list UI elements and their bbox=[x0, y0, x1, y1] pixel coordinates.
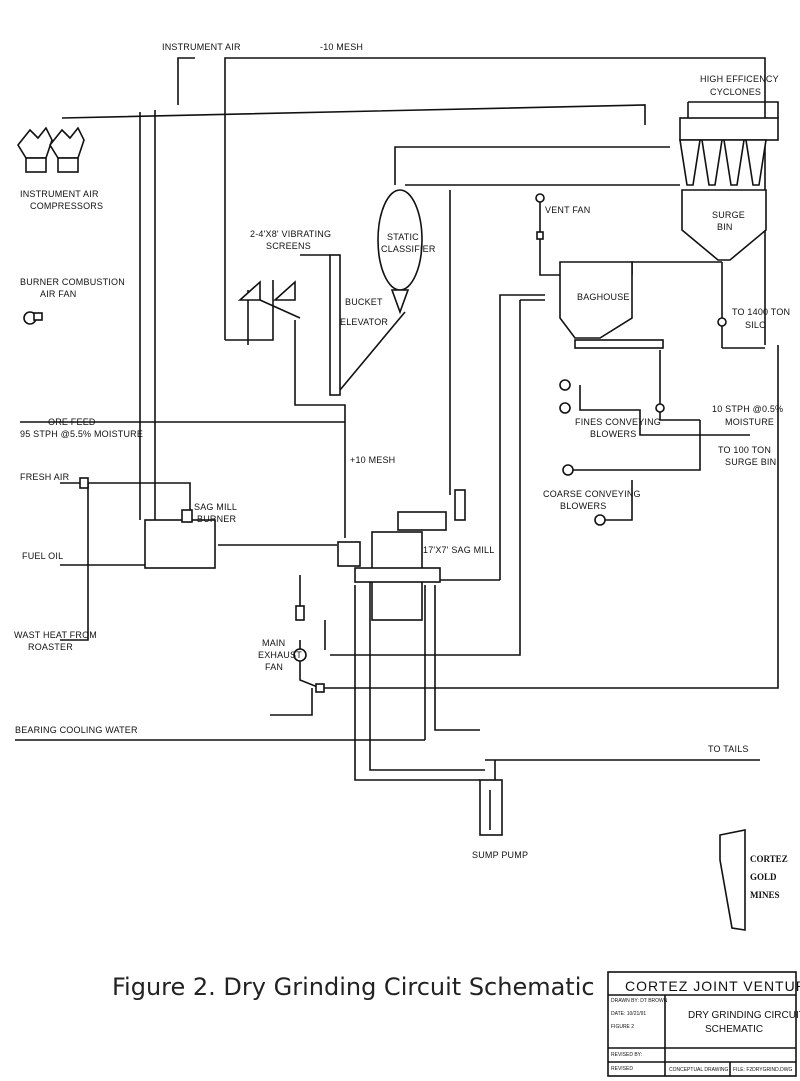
air-compressors-icon bbox=[17, 126, 85, 173]
logo-line-2: GOLD bbox=[750, 872, 777, 882]
coarse-blowers-icon bbox=[562, 464, 606, 526]
title-block-conceptual: CONCEPTUAL DRAWING bbox=[669, 1067, 728, 1073]
burner-fan-icon bbox=[23, 311, 43, 325]
title-block: CORTEZ JOINT VENTURE DRY GRINDING CIRCUI… bbox=[607, 971, 800, 1077]
label-burner-fan-1: BURNER COMBUSTION bbox=[20, 277, 125, 287]
label-sag-mill: 17'X7' SAG MILL bbox=[423, 545, 494, 555]
label-main-fan-3: FAN bbox=[265, 662, 283, 672]
cortez-logo: CORTEZ GOLD MINES bbox=[719, 829, 788, 931]
label-bearing-water: BEARING COOLING WATER bbox=[15, 725, 138, 735]
label-coarse-2: BLOWERS bbox=[560, 501, 606, 511]
sag-mill-burner-icon bbox=[144, 509, 216, 569]
label-to-surge-1: TO 100 TON bbox=[718, 445, 771, 455]
baghouse-icon bbox=[559, 261, 664, 349]
label-sump-pump: SUMP PUMP bbox=[472, 850, 528, 860]
sump-pump-icon bbox=[479, 779, 503, 836]
title-block-drawn-by: DRAWN BY: DT BROWN bbox=[611, 998, 668, 1004]
label-wast-heat-2: ROASTER bbox=[28, 642, 73, 652]
title-block-revised: REVISED bbox=[611, 1066, 633, 1072]
valves-icon bbox=[315, 317, 727, 693]
fines-blowers-icon bbox=[559, 379, 571, 414]
label-surge-bin-2: BIN bbox=[717, 222, 733, 232]
title-block-drawing-title-1: DRY GRINDING CIRCUIT bbox=[688, 1010, 800, 1021]
label-screens-1: 2-4'X8' VIBRATING bbox=[250, 229, 331, 239]
label-main-fan-2: EXHAUST bbox=[258, 650, 302, 660]
label-coarse-1: COARSE CONVEYING bbox=[543, 489, 641, 499]
label-bucket-1: BUCKET bbox=[345, 297, 383, 307]
title-block-drawing-title-2: SCHEMATIC bbox=[705, 1024, 763, 1035]
logo-line-3: MINES bbox=[750, 890, 780, 900]
label-fines-2: BLOWERS bbox=[590, 429, 636, 439]
title-block-company: CORTEZ JOINT VENTURE bbox=[625, 978, 800, 994]
process-lines bbox=[15, 57, 779, 800]
label-to-silo-2: SILO bbox=[745, 320, 766, 330]
label-compressors-2: COMPRESSORS bbox=[30, 201, 103, 211]
static-classifier-icon bbox=[377, 189, 423, 315]
label-fresh-air: FRESH AIR bbox=[20, 472, 70, 482]
sag-mill-icon bbox=[337, 489, 466, 621]
label-baghouse: BAGHOUSE bbox=[577, 292, 630, 302]
labels: INSTRUMENT AIR -10 MESH HIGH EFFICENCY C… bbox=[14, 42, 790, 860]
label-bucket-2: ELEVATOR bbox=[340, 317, 388, 327]
figure-title: Figure 2. Dry Grinding Circuit Schematic bbox=[112, 973, 595, 1001]
label-cyclones: CYCLONES bbox=[710, 87, 761, 97]
label-screens-2: SCREENS bbox=[266, 241, 311, 251]
vent-fan-icon bbox=[535, 193, 545, 240]
title-block-date: DATE: 10/21/91 bbox=[611, 1011, 646, 1017]
label-fuel-oil: FUEL OIL bbox=[22, 551, 63, 561]
label-to-silo-1: TO 1400 TON bbox=[732, 307, 790, 317]
surge-bin-icon bbox=[681, 189, 767, 261]
logo-line-1: CORTEZ bbox=[750, 854, 788, 864]
label-ore-feed-2: 95 STPH @5.5% MOISTURE bbox=[20, 429, 143, 439]
label-static-2: CLASSIFIER bbox=[381, 244, 436, 254]
label-static-1: STATIC bbox=[387, 232, 419, 242]
label-surge-bin-1: SURGE bbox=[712, 210, 745, 220]
label-vent-fan: VENT FAN bbox=[545, 205, 590, 215]
label-stph-2: MOISTURE bbox=[725, 417, 774, 427]
label-minus10-mesh: -10 MESH bbox=[320, 42, 363, 52]
vibrating-screens-icon bbox=[237, 280, 296, 301]
label-burner-2: BURNER bbox=[197, 514, 237, 524]
label-compressors-1: INSTRUMENT AIR bbox=[20, 189, 99, 199]
title-block-revised-by: REVISED BY: bbox=[611, 1052, 642, 1058]
label-stph-1: 10 STPH @0.5% bbox=[712, 404, 783, 414]
label-high-efficiency: HIGH EFFICENCY bbox=[700, 74, 779, 84]
label-fines-1: FINES CONVEYING bbox=[575, 417, 661, 427]
title-block-file: FILE: F2DRYGRIND.DWG bbox=[733, 1067, 792, 1073]
label-to-surge-2: SURGE BIN bbox=[725, 457, 776, 467]
bucket-elevator-icon bbox=[329, 254, 341, 396]
label-burner-fan-2: AIR FAN bbox=[40, 289, 76, 299]
fresh-air-damper-icon bbox=[79, 477, 89, 489]
label-instrument-air: INSTRUMENT AIR bbox=[162, 42, 241, 52]
label-main-fan-1: MAIN bbox=[262, 638, 285, 648]
main-exhaust-fan-icon bbox=[293, 605, 307, 662]
label-ore-feed-1: ORE FEED bbox=[48, 417, 96, 427]
label-wast-heat-1: WAST HEAT FROM bbox=[14, 630, 97, 640]
title-block-figure-no: FIGURE 2 bbox=[611, 1024, 634, 1030]
label-burner-1: SAG MILL bbox=[194, 502, 237, 512]
label-to-tails: TO TAILS bbox=[708, 744, 749, 754]
label-plus10-mesh: +10 MESH bbox=[350, 455, 395, 465]
cyclones-icon bbox=[679, 117, 779, 186]
